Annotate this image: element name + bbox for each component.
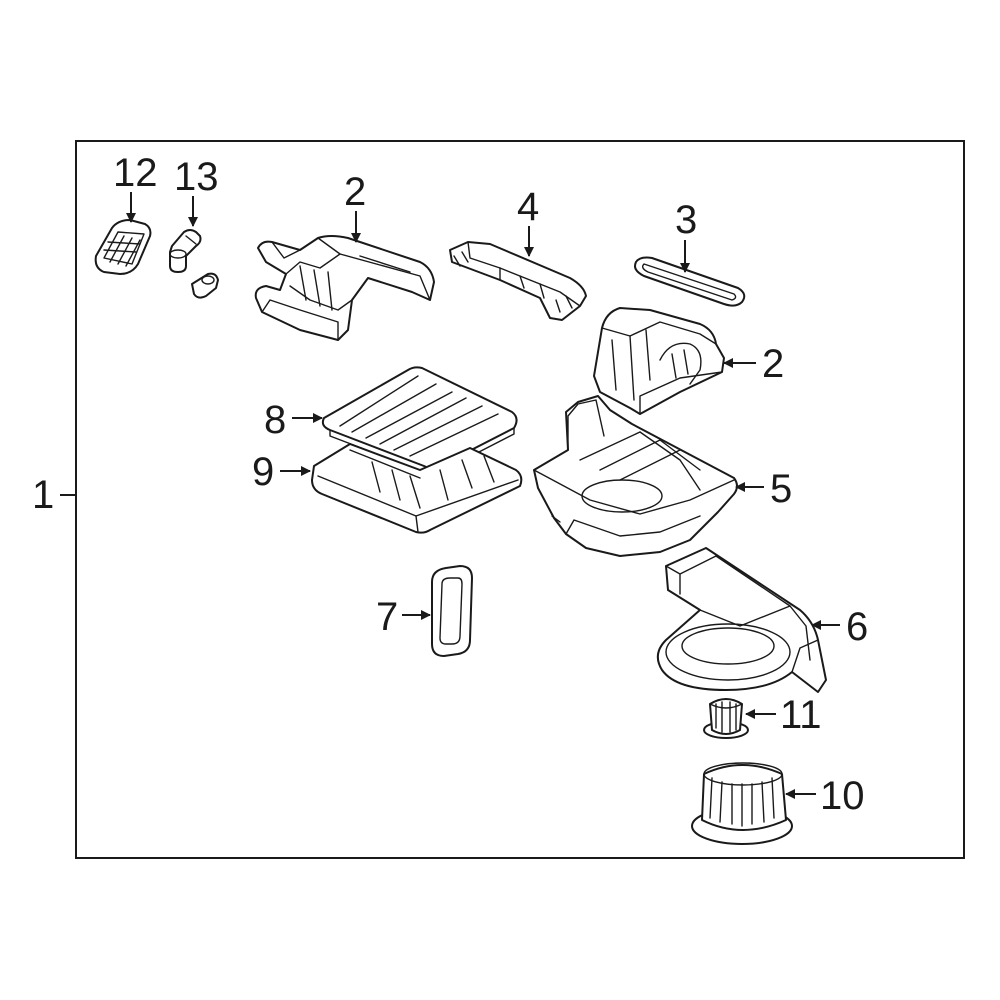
- part-8-filter-element[interactable]: [321, 366, 518, 473]
- part-4-duct[interactable]: [449, 241, 587, 321]
- part-5-upper-case[interactable]: [533, 395, 738, 557]
- callout-7: 7: [376, 595, 398, 639]
- callout-3: 3: [675, 198, 697, 242]
- part-2-housing[interactable]: [593, 307, 725, 415]
- part-10-blower-motor[interactable]: [691, 762, 793, 845]
- callout-12: 12: [113, 151, 158, 195]
- callout-6: 6: [846, 605, 868, 649]
- callout-10: 10: [820, 774, 865, 818]
- part-7-seal-strip[interactable]: [431, 565, 473, 657]
- callout-2-right: 2: [762, 342, 784, 386]
- callout-8: 8: [264, 398, 286, 442]
- callout-5: 5: [770, 467, 792, 511]
- diagram-frame: [75, 140, 965, 859]
- callout-13: 13: [174, 155, 219, 199]
- callout-1: 1: [32, 473, 54, 517]
- part-13-hose[interactable]: [169, 229, 202, 273]
- part-13-fastener[interactable]: [191, 272, 219, 299]
- part-3-seal[interactable]: [634, 256, 746, 307]
- callout-11: 11: [780, 693, 822, 737]
- callout-2-upper: 2: [344, 170, 366, 214]
- part-11-resistor[interactable]: [703, 698, 749, 739]
- part-9-filter-tray[interactable]: [311, 443, 523, 534]
- part-2-intake-duct[interactable]: [254, 235, 435, 341]
- callout-4: 4: [517, 185, 539, 229]
- callout-9: 9: [252, 450, 274, 494]
- part-12-grille[interactable]: [94, 219, 152, 275]
- part-6-lower-case[interactable]: [656, 547, 827, 693]
